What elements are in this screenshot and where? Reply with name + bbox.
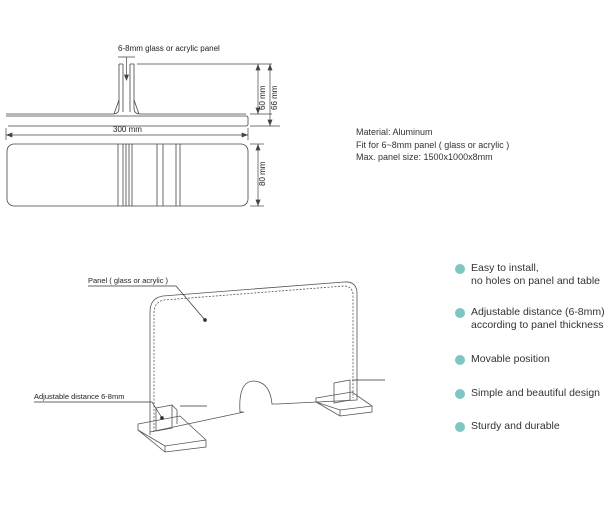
spec-material: Material: Aluminum [356, 127, 433, 137]
feature-item: Movable position [455, 353, 550, 366]
height-dimension [137, 63, 280, 127]
panel-illustration [137, 281, 373, 453]
spec-fit: Fit for 6~8mm panel ( glass or acrylic ) [356, 139, 510, 150]
top-view [6, 143, 249, 207]
feature-line1: Easy to install, [471, 262, 539, 274]
width-label: 300 mm [113, 125, 142, 134]
adjust-callout-leader [34, 379, 385, 420]
bullet-icon [455, 389, 465, 399]
feature-line1: Adjustable distance (6-8mm) [471, 306, 605, 318]
bullet-icon [455, 422, 465, 432]
feature-list: Easy to install, no holes on panel and t… [455, 262, 605, 462]
feature-line1: Simple and beautiful design [471, 387, 601, 399]
adjust-callout: Adjustable distance 6-8mm [34, 392, 124, 401]
panel-callout-leader [88, 285, 207, 322]
panel-label-leader [118, 56, 135, 81]
feature-line2: no holes on panel and table [471, 274, 601, 287]
specifications: Material: Aluminum Fit for 6~8mm panel (… [356, 126, 509, 164]
panel-callout: Panel ( glass or acrylic ) [88, 276, 169, 285]
front-view [6, 63, 249, 127]
bullet-icon [455, 264, 465, 274]
feature-item: Adjustable distance (6-8mm) according to… [455, 306, 605, 331]
feature-item: Sturdy and durable [455, 420, 560, 433]
feature-item: Simple and beautiful design [455, 387, 600, 400]
feature-line1: Sturdy and durable [471, 420, 560, 432]
spec-max-size: Max. panel size: 1500x1000x8mm [356, 152, 493, 162]
feature-line1: Movable position [471, 353, 550, 365]
panel-thickness-label: 6-8mm glass or acrylic panel [118, 44, 220, 53]
height-66-label: 66 mm [270, 85, 279, 110]
width-dimension [5, 128, 249, 140]
depth-dimension [250, 143, 264, 207]
feature-line2: according to panel thickness [471, 318, 604, 331]
depth-80-label: 80 mm [258, 161, 267, 186]
feature-item: Easy to install, no holes on panel and t… [455, 262, 600, 287]
height-60-label: 60 mm [258, 85, 267, 110]
bullet-icon [455, 308, 465, 318]
bullet-icon [455, 355, 465, 365]
